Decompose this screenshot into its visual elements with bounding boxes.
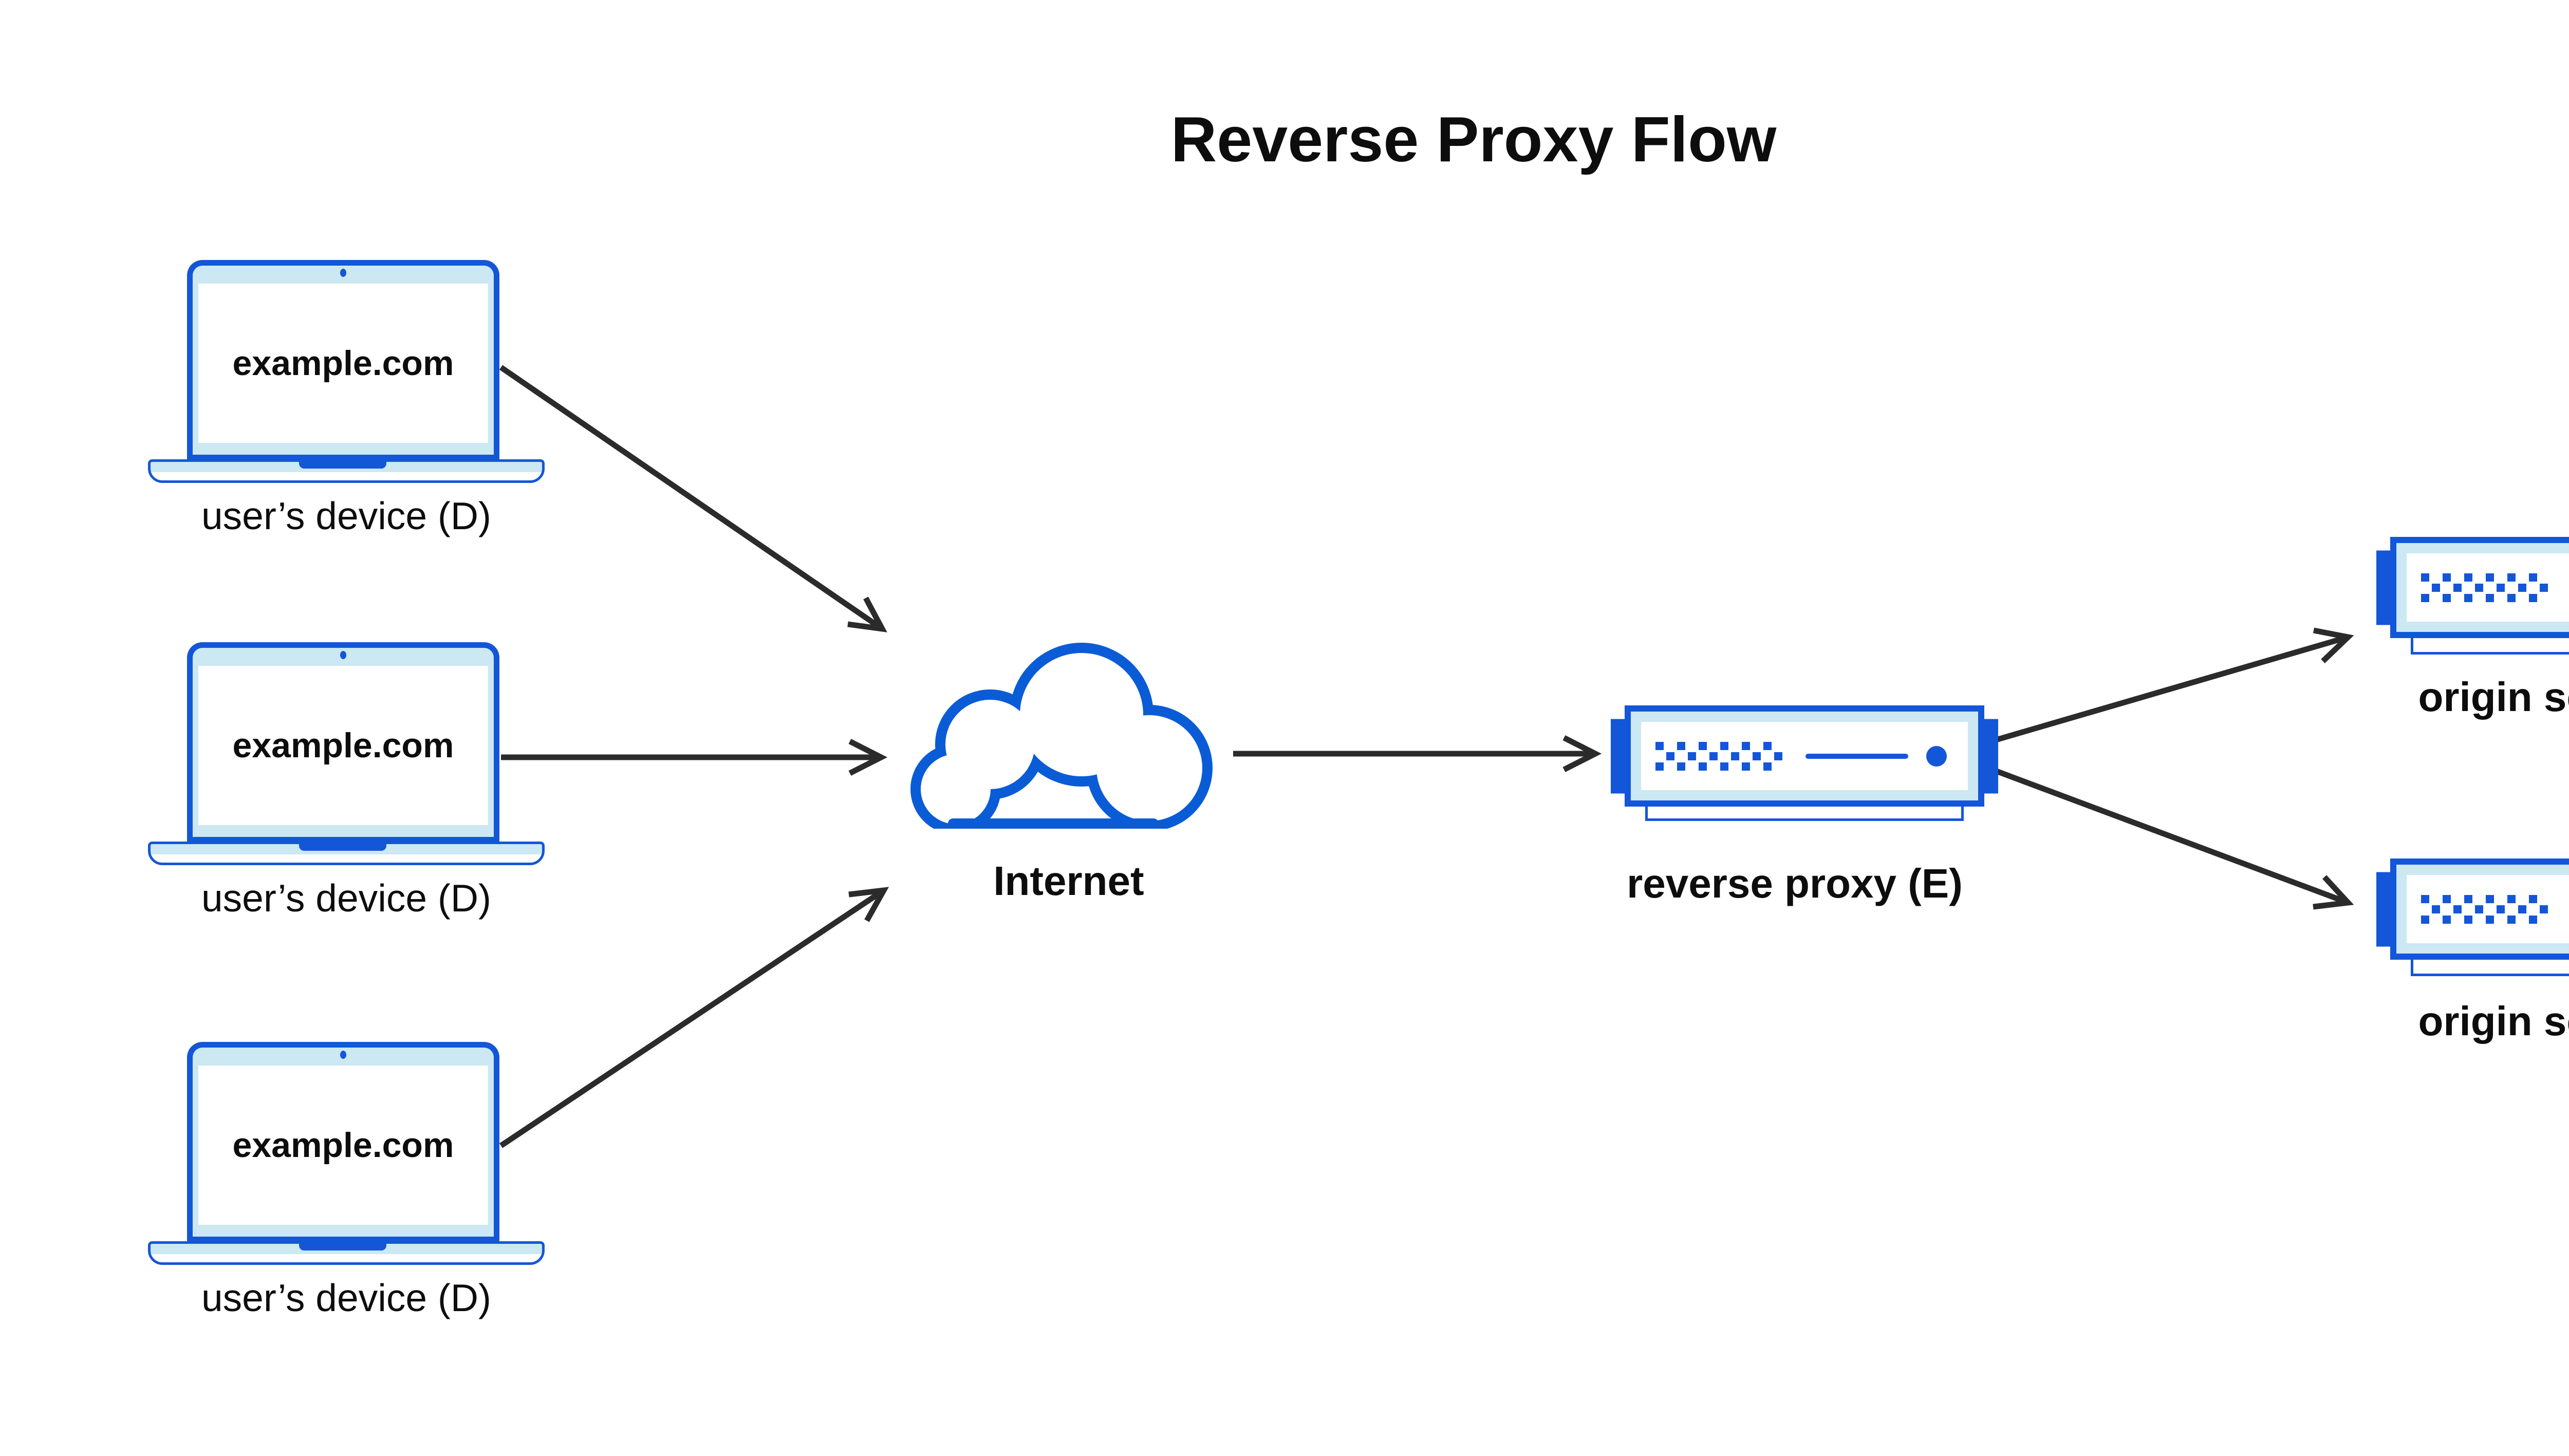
- arrow-internet-to-proxy: [1233, 735, 1602, 772]
- server-tab-left-icon: [2376, 872, 2390, 946]
- device-label: user’s device (D): [201, 494, 492, 537]
- laptop-icon-device3: example.com user’s device (D): [148, 1042, 545, 1330]
- server-tab-left-icon: [1611, 719, 1625, 793]
- origin-server-label-2: origin server (F): [2418, 998, 2569, 1044]
- server-tab-right-icon: [1984, 719, 1998, 793]
- arrow-proxy-to-origin1: [1995, 627, 2354, 743]
- device-screen-text: example.com: [232, 344, 454, 383]
- laptop-hinge-notch: [299, 844, 386, 851]
- server-faceplate: [1641, 722, 1968, 790]
- page-title: Reverse Proxy Flow: [1170, 104, 1777, 175]
- laptop-icon-device2: example.com user’s device (D): [148, 642, 545, 930]
- reverse-proxy-icon: [1611, 705, 1998, 807]
- laptop-display: example.com: [198, 666, 488, 825]
- webcam-icon: [340, 1051, 346, 1059]
- laptop-icon-device1: example.com user’s device (D): [148, 260, 545, 548]
- laptop-display: example.com: [198, 284, 488, 443]
- laptop-hinge-notch: [299, 462, 386, 469]
- origin-server-icon-1: [2376, 537, 2569, 638]
- laptop-display: example.com: [198, 1066, 488, 1225]
- arrow-proxy-to-origin2: [1994, 768, 2354, 910]
- reverse-proxy-label: reverse proxy (E): [1627, 861, 1963, 906]
- dot-matrix-icon: [2421, 573, 2549, 602]
- device-screen-text: example.com: [232, 1126, 454, 1165]
- arrow-device1-to-internet: [499, 365, 887, 632]
- dot-matrix-icon: [1655, 741, 1784, 771]
- server-faceplate: [2407, 553, 2569, 622]
- webcam-icon: [340, 269, 346, 277]
- server-faceplate: [2407, 875, 2569, 943]
- origin-server-icon-2: [2376, 858, 2569, 960]
- webcam-icon: [340, 651, 346, 659]
- arrow-device2-to-internet: [501, 739, 888, 776]
- device-screen-text: example.com: [232, 726, 454, 765]
- device-label: user’s device (D): [201, 1276, 492, 1319]
- laptop-hinge-notch: [299, 1244, 386, 1250]
- origin-server-label-1: origin server (F): [2418, 674, 2569, 720]
- status-line-icon: [1805, 753, 1908, 759]
- server-tab-left-icon: [2376, 550, 2390, 625]
- internet-label: Internet: [993, 858, 1144, 904]
- arrow-device3-to-internet: [499, 887, 889, 1148]
- device-label: user’s device (D): [201, 876, 492, 920]
- led-icon: [1926, 745, 1947, 767]
- dot-matrix-icon: [2421, 894, 2549, 924]
